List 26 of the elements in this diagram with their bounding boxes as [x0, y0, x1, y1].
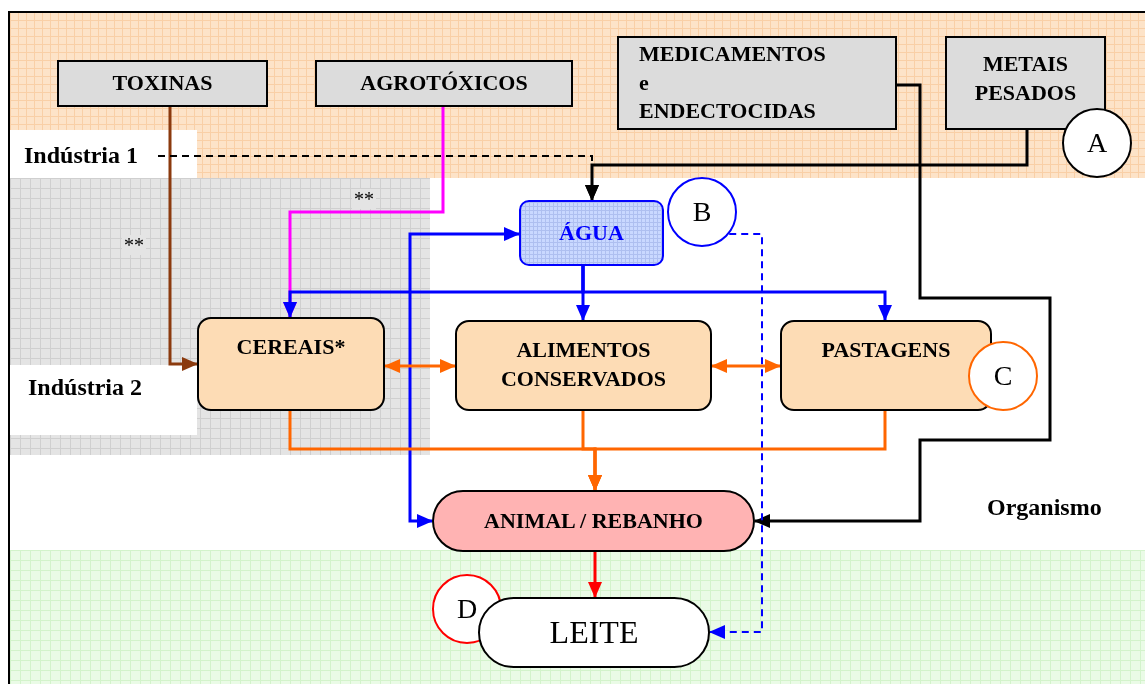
arrow: [384, 359, 456, 373]
zone-label: Organismo: [987, 494, 1102, 521]
source-box: TOXINAS: [57, 60, 268, 107]
water-box: ÁGUA: [519, 200, 664, 266]
arrow: [585, 130, 1029, 201]
arrow: [588, 552, 602, 598]
source-box: AGROTÓXICOS: [315, 60, 573, 107]
arrow: [709, 233, 763, 639]
process-box: PASTAGENS: [780, 320, 992, 411]
process-box: CEREAIS*: [197, 317, 385, 411]
arrow: [168, 107, 198, 371]
letter-circle: C: [968, 341, 1038, 411]
arrow: [581, 266, 892, 321]
arrow: [754, 83, 1052, 528]
source-box: METAIS PESADOS: [945, 36, 1106, 130]
source-box: MEDICAMENTOS e ENDECTOCIDAS: [617, 36, 897, 130]
milk-terminal: LEITE: [478, 597, 710, 668]
process-box: ALIMENTOS CONSERVADOS: [455, 320, 712, 411]
letter-circle: B: [667, 177, 737, 247]
edge-label: **: [122, 235, 146, 255]
arrow: [408, 227, 520, 528]
animal-terminal: ANIMAL / REBANHO: [432, 490, 755, 552]
edge-label: **: [352, 189, 376, 209]
zone-label: Indústria 2: [28, 374, 143, 401]
arrow: [588, 411, 887, 491]
arrow: [711, 359, 781, 373]
